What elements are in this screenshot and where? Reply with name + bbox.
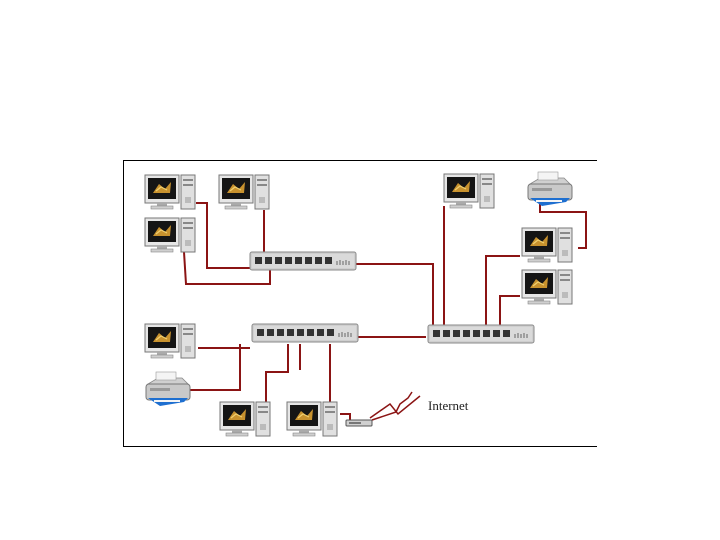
modem-icon <box>345 419 373 427</box>
link-pc-tl-1 <box>196 202 250 269</box>
link-pc-r-1 <box>485 255 520 325</box>
desktop-computer-icon <box>144 323 196 359</box>
printer-icon <box>527 171 573 207</box>
link-pc-r-2 <box>499 295 520 325</box>
desktop-computer-icon <box>521 227 573 263</box>
desktop-computer-icon <box>144 217 196 253</box>
desktop-computer-icon <box>443 173 495 209</box>
link-hub-top-hub-right <box>356 263 434 325</box>
printer-icon <box>145 371 191 407</box>
internet-link <box>371 391 413 421</box>
link-pc-bb-1 <box>265 344 289 402</box>
desktop-computer-icon <box>521 269 573 305</box>
desktop-computer-icon <box>219 401 271 437</box>
desktop-computer-icon <box>218 174 270 210</box>
link-pc-tl-3 <box>183 251 271 285</box>
desktop-computer-icon <box>286 401 338 437</box>
network-links <box>183 200 587 420</box>
network-switch-icon <box>427 324 535 344</box>
diagram-frame <box>123 160 597 447</box>
desktop-computer-icon <box>144 174 196 210</box>
network-switch-icon <box>249 251 357 271</box>
internet-label: Internet <box>428 398 469 413</box>
network-switch-icon <box>251 323 359 343</box>
link-printer-bl <box>186 344 241 391</box>
link-printer-tr <box>539 200 587 249</box>
link-modem <box>340 413 351 420</box>
lightning-icon <box>369 395 421 419</box>
